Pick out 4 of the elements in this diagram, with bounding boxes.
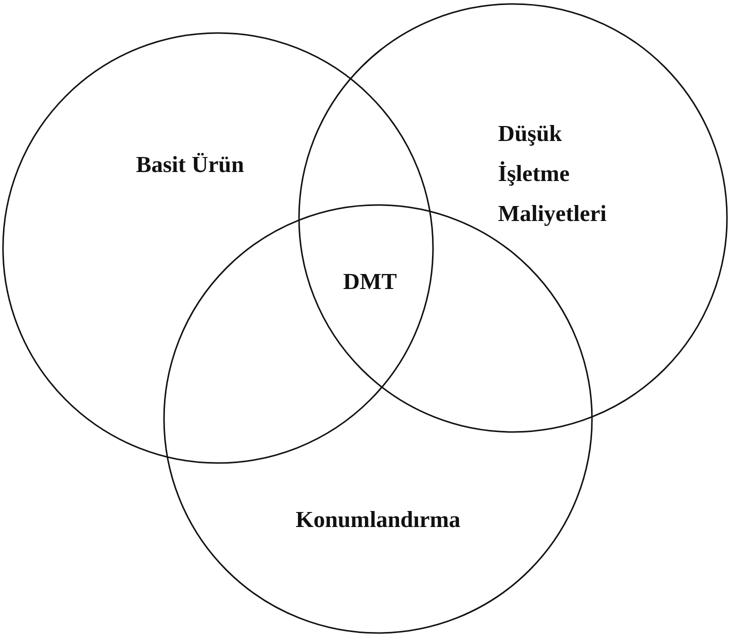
set-label: Basit Ürün xyxy=(135,151,245,179)
intersection-label: DMT xyxy=(342,268,398,296)
set-label: Konumlandırma xyxy=(294,506,462,534)
set-label: Düşük İşletme Maliyetleri xyxy=(498,120,608,228)
